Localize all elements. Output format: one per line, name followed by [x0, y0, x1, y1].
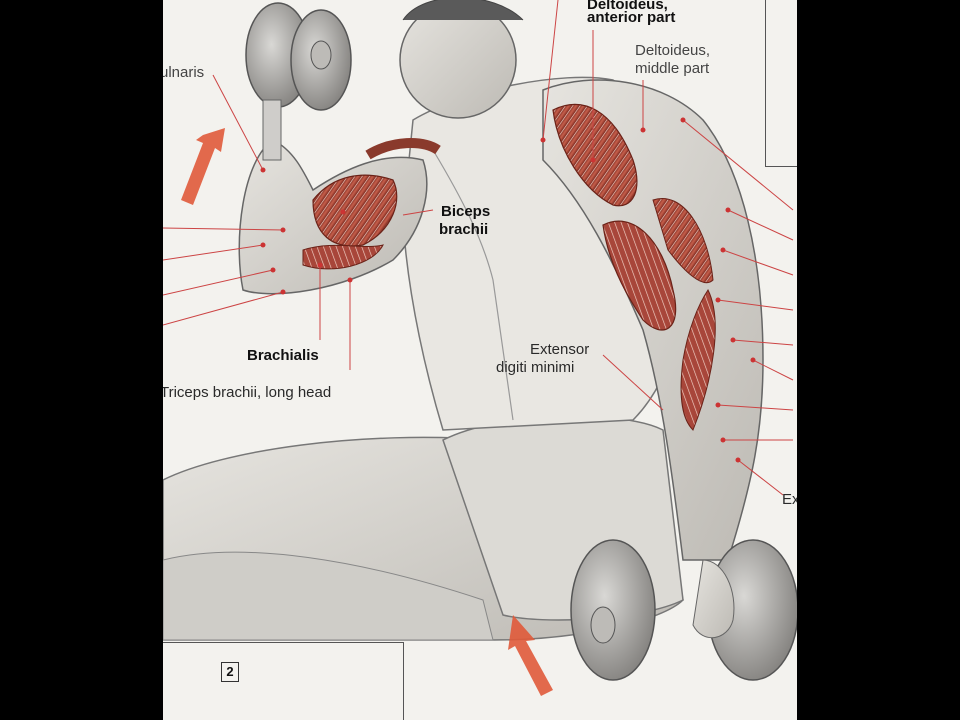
label-biceps-2: brachii — [439, 221, 489, 238]
label-brachialis: Brachialis — [247, 347, 319, 364]
figure-number: 2 — [221, 662, 239, 682]
anatomy-illustration-page: 2 Deltoideus, anterior part Deltoideus, … — [163, 0, 797, 720]
brachialis-left — [302, 244, 384, 270]
label-ex-cut: Ex — [782, 491, 797, 508]
label-extensor-1: Extensor — [530, 341, 590, 358]
brachialis-right — [652, 198, 714, 284]
dumbbell-bottom-plate-1 — [570, 539, 656, 681]
biceps-left — [312, 174, 398, 247]
up-arrow-icon — [181, 128, 225, 205]
label-deltoid-anterior-1: Deltoideus, — [587, 0, 668, 13]
leader-dots — [260, 117, 756, 463]
label-deltoid-middle-1: Deltoideus, — [635, 42, 711, 59]
deltoid-anterior — [552, 103, 638, 207]
brachioradialis-right — [680, 289, 716, 431]
inset-frame-right — [765, 0, 797, 167]
label-deltoid-middle-2: middle part — [635, 60, 710, 77]
biceps-right — [602, 220, 677, 331]
thigh-lower — [163, 551, 494, 641]
label-ulnaris: ulnaris — [163, 64, 205, 81]
exercise-illustration — [163, 0, 797, 696]
label-triceps-long-head: Triceps brachii, long head — [163, 384, 332, 401]
label-deltoid-anterior-2: anterior part — [587, 9, 676, 26]
up-arrow-icon — [508, 615, 553, 696]
right-hand — [692, 559, 735, 639]
inset-frame-bottom — [163, 642, 404, 720]
leader-lines — [163, 0, 794, 496]
label-extensor-2: digiti minimi — [496, 359, 575, 376]
label-biceps-1: Biceps — [441, 203, 491, 220]
